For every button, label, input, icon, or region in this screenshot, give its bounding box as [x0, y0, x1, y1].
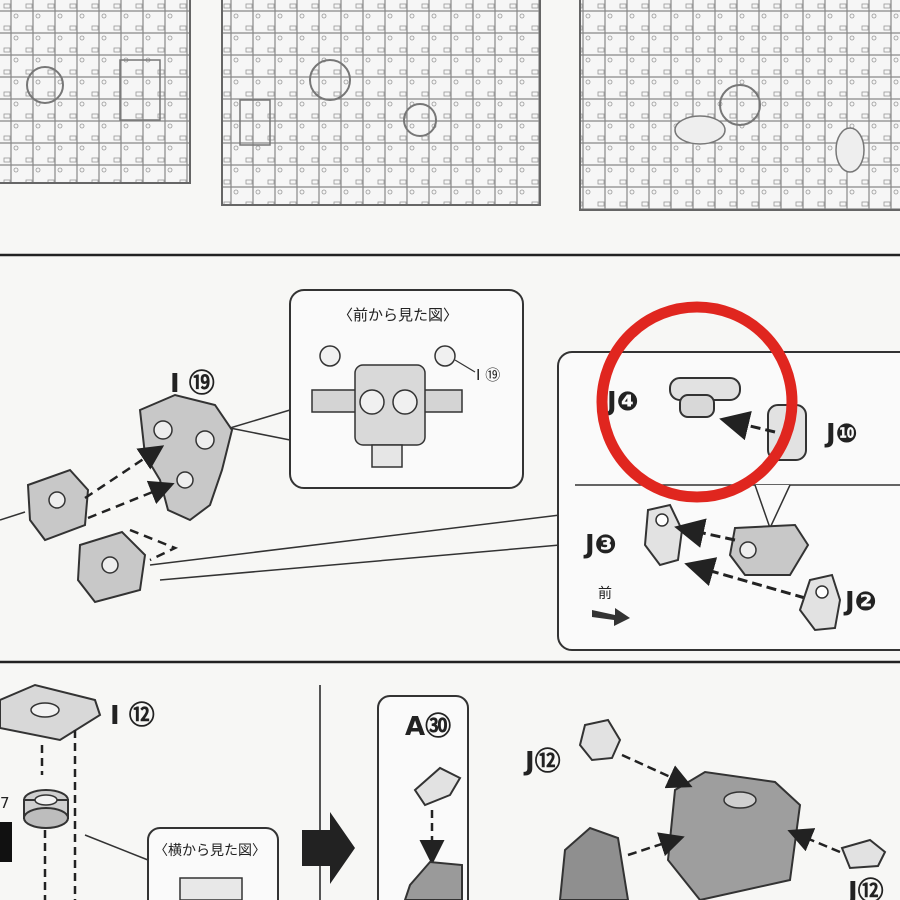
part-label-j4: J❹ [605, 387, 639, 417]
part-label-j12-bottom: J⑫ [846, 876, 884, 900]
part-label-i12: I ⑫ [110, 700, 155, 731]
runner-sprue-3 [579, 0, 900, 211]
part-ring-illustration [23, 789, 69, 829]
part-i19-illustration [138, 393, 234, 522]
part-label-j2: J❷ [843, 587, 877, 617]
assembly-arrow-3 [129, 528, 179, 562]
part-j3-illustration [643, 503, 684, 567]
callout-side-view: 〈横から見た図〉 [84, 827, 279, 900]
arrow-left-block-to-body [627, 832, 685, 857]
arrow-j12-bottom-to-body [787, 828, 841, 854]
part-a30-panel [377, 695, 469, 900]
callout-front-view: 〈前から見た図〉 I ⑲ [229, 289, 524, 489]
part-label-j12-top: J⑫ [523, 746, 561, 777]
arrow-center-to-j3-bottom [684, 557, 806, 600]
leader-line-lower [159, 544, 561, 581]
callout-side-caption: 〈横から見た図〉 [154, 843, 266, 859]
part-i12-illustration [0, 683, 102, 742]
assembly-arrow-1 [84, 445, 165, 500]
leader-line-upper [149, 514, 561, 566]
callout-front-part: I ⑲ [476, 366, 500, 384]
part-small-block-1 [26, 468, 90, 542]
runner-strip [0, 0, 900, 211]
assembly-arrow-2 [87, 480, 175, 520]
part-label-i19: I ⑲ [170, 368, 215, 399]
part-small-block-2 [76, 530, 147, 604]
part-j2-illustration [798, 573, 842, 632]
callout-front-caption: 〈前から見た図〉 [338, 306, 458, 324]
front-direction-arrow [592, 608, 630, 626]
next-step-arrow-icon [302, 812, 355, 884]
arrow-j12-top-to-body [621, 753, 693, 789]
right-subassembly-panel: J❹ J❿ J❸ J [557, 351, 900, 651]
part-main-body-illustration [558, 770, 802, 900]
step-assembly-top: I ⑲ 〈前から見た図〉 [0, 289, 900, 651]
highlight-circle [596, 301, 798, 503]
arrow-j10-to-j4 [719, 411, 776, 441]
part-label-a30: A㉚ [405, 711, 451, 742]
part-j12-top-illustration [578, 718, 622, 762]
partial-part-label: 7 [0, 794, 10, 812]
runner-sprue-1 [0, 0, 191, 184]
part-center-joint [728, 523, 810, 576]
left-edge-leader [0, 511, 26, 521]
part-label-j10: J❿ [824, 419, 858, 449]
step-assembly-bottom: I ⑫ 7 〈横から見た図〉 A㉚ [0, 683, 887, 900]
part-j12-bottom-illustration [840, 838, 887, 870]
front-view-drawing [311, 345, 463, 468]
partial-black-part [0, 822, 12, 862]
part-j4-illustration [669, 377, 741, 418]
part-label-j3: J❸ [583, 530, 617, 560]
arrow-center-to-j3-top [674, 518, 736, 548]
front-direction-label: 前 [598, 585, 612, 602]
runner-sprue-2 [221, 0, 541, 206]
